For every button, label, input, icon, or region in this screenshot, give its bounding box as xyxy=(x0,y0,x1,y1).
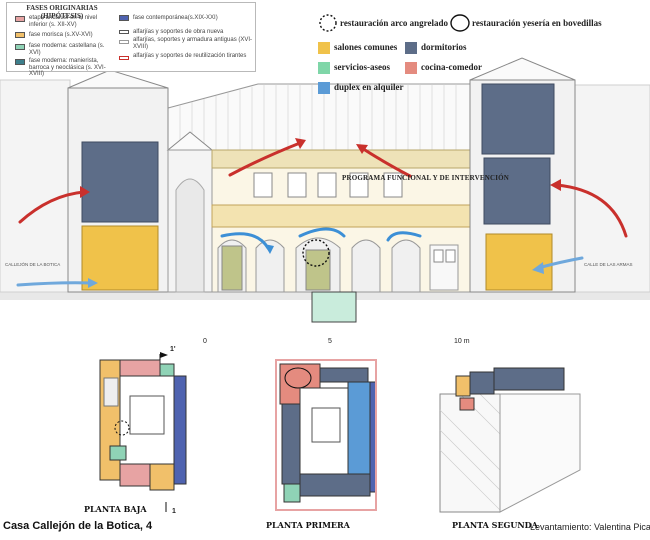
solid-circle-icon xyxy=(450,14,470,32)
legend-title: FASES ORIGINARIAS (HIPÓTESIS) xyxy=(26,4,98,20)
swatch-cocina xyxy=(405,62,417,74)
dormitory-right-top xyxy=(481,83,555,155)
legend-swatch xyxy=(119,15,129,21)
swatch-dormitorios xyxy=(405,42,417,54)
legend-item: alfarjías, soportes y armadura antiguas … xyxy=(133,37,253,50)
legend-swatch xyxy=(15,59,25,65)
legend-item: alfarjías y soportes de reutilización ti… xyxy=(133,53,247,59)
dashed-circle-icon xyxy=(319,14,337,32)
access-arrows xyxy=(16,138,628,288)
program-item: dormitorios xyxy=(421,42,467,52)
swatch-duplex xyxy=(318,82,330,94)
plan-label-segunda: PLANTA SEGUNDA xyxy=(452,520,538,530)
program-item: duplex en alquiler xyxy=(334,82,404,92)
legend-swatch xyxy=(119,30,129,34)
right-street-note: CALLE DE LAS ARMAS xyxy=(584,262,633,267)
scale-label: 10 m xyxy=(454,338,470,345)
legend-item: fase moderna: castellana (s. XVI) xyxy=(29,43,105,56)
legend-swatch xyxy=(119,56,129,60)
legend-item: etapa andalusí en el nivel inferior (s. … xyxy=(29,15,98,28)
legend-item: fase moderna: manierista, barroca y neoc… xyxy=(29,58,106,77)
legend-swatch xyxy=(119,40,129,44)
phases-legend: FASES ORIGINARIAS (HIPÓTESIS) etapa anda… xyxy=(6,2,256,77)
swatch-servicios xyxy=(318,62,330,74)
program-restoration-yeseria: restauración yesería en bovedillas xyxy=(472,18,602,28)
left-tower xyxy=(67,69,169,293)
left-street-note: CALLEJÓN DE LA BOTICA xyxy=(5,262,61,267)
plan-baja xyxy=(99,352,187,512)
scale-label: 0 xyxy=(203,338,207,345)
legend-item: alfarjías y soportes de obra nueva xyxy=(133,29,224,35)
cut-mark-top: 1' xyxy=(170,346,176,353)
building-section xyxy=(0,14,650,323)
neighbour-right xyxy=(574,84,650,293)
plan-label-primera: PLANTA PRIMERA xyxy=(266,520,350,530)
living-left xyxy=(81,225,159,291)
dormitory-left xyxy=(81,141,159,223)
floor-plans xyxy=(99,352,581,513)
legend-swatch xyxy=(15,44,25,50)
program-item: servicios-aseos xyxy=(334,62,390,72)
figure-caption: Casa Callejón de la Botica, 4 xyxy=(3,520,153,532)
program-title: PROGRAMA FUNCIONAL Y DE INTERVENCIÓN xyxy=(342,174,510,182)
swatch-salones xyxy=(318,42,330,54)
neighbour-left xyxy=(0,79,71,293)
scale-label: 5 xyxy=(328,338,332,345)
legend-item: fase contemporánea(s.XIX-XXI) xyxy=(133,15,218,21)
plan-segunda xyxy=(439,367,581,513)
dormitory-right xyxy=(483,157,551,225)
arch-restoration-mark xyxy=(302,239,330,267)
basement-cistern xyxy=(311,291,357,323)
cut-mark-bottom: 1 xyxy=(172,508,176,515)
program-item: cocina-comedor xyxy=(421,62,482,72)
living-right xyxy=(485,233,553,291)
plan-label-baja: PLANTA BAJA xyxy=(84,504,147,514)
courtyard-facade xyxy=(211,149,471,293)
legend-swatch xyxy=(15,16,25,22)
program-restoration-arch: restauración arco angrelado xyxy=(340,18,448,28)
legend-item: fase morisca (s.XV-XVI) xyxy=(29,32,93,38)
plan-primera xyxy=(275,359,377,511)
survey-credit: Levantamiento: Valentina Pica xyxy=(530,522,650,532)
program-item: salones comunes xyxy=(334,42,398,52)
legend-swatch xyxy=(15,32,25,38)
